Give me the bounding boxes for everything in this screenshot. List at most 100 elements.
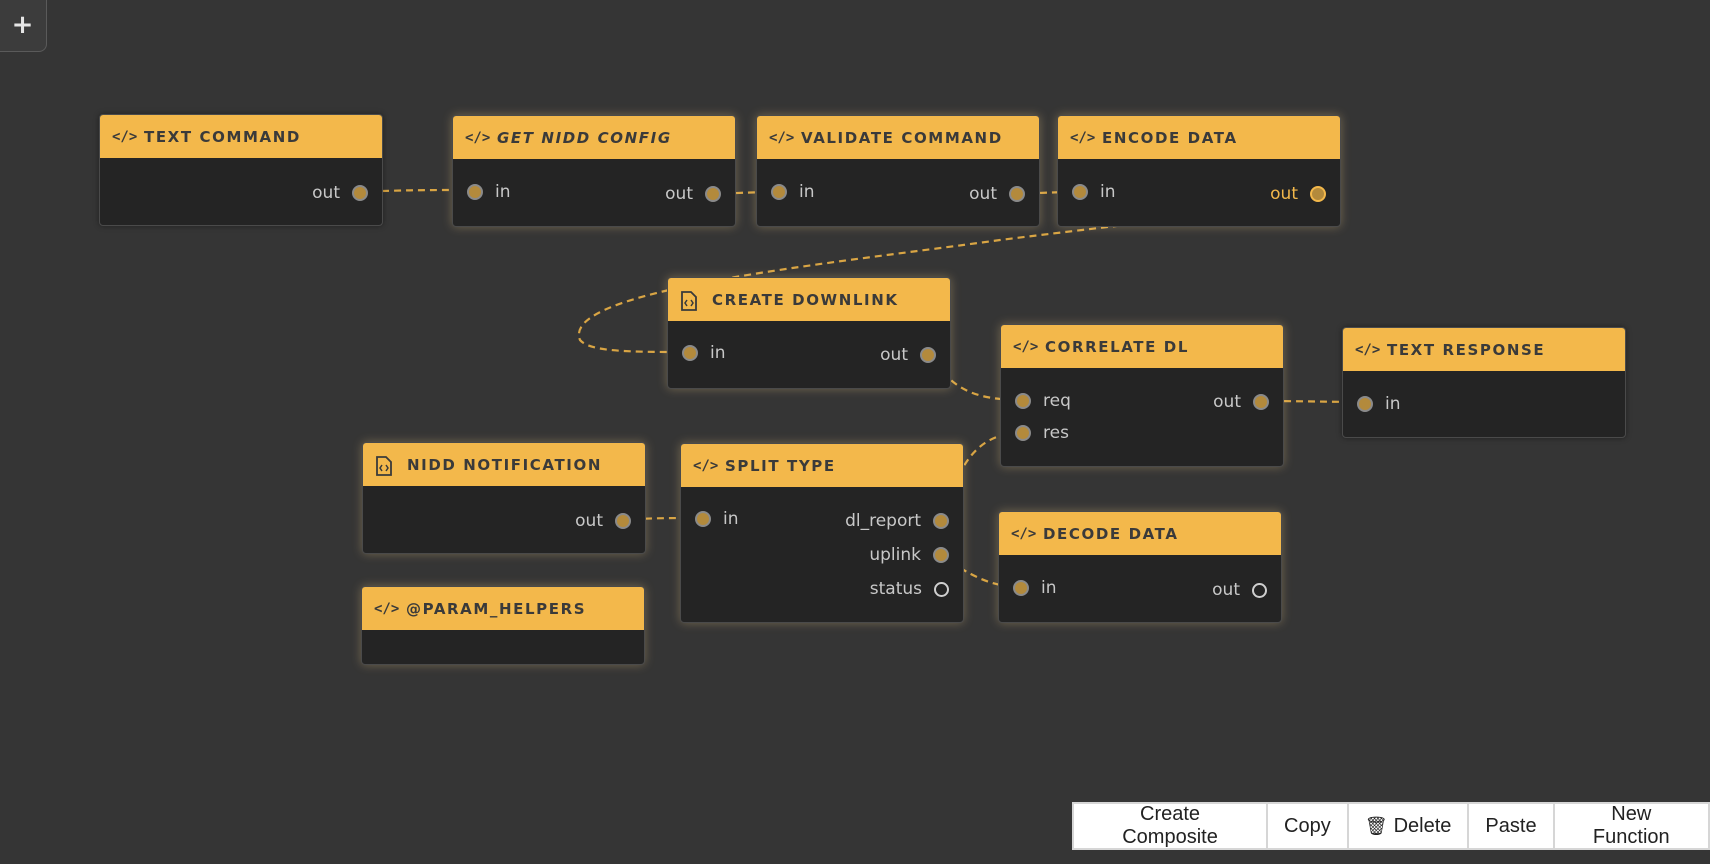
port-handle[interactable] (933, 547, 949, 563)
node-header[interactable]: </> TEXT RESPONSE (1343, 328, 1625, 371)
port-handle[interactable] (933, 513, 949, 529)
port-label: uplink (869, 545, 921, 565)
port-label: res (1043, 423, 1069, 443)
node-create-downlink[interactable]: CREATE DOWNLINK in out (667, 277, 951, 389)
port-handle[interactable] (1310, 186, 1326, 202)
node-text-command[interactable]: </> TEXT COMMAND out (99, 114, 383, 226)
port-label: in (799, 182, 815, 202)
port-handle[interactable] (1072, 184, 1088, 200)
add-node-button[interactable]: + (0, 0, 47, 52)
action-toolbar: Create Composite Copy 🗑 Delete Paste New… (1072, 802, 1710, 850)
port-handle[interactable] (467, 184, 483, 200)
port-label: out (665, 184, 693, 204)
node-text-response[interactable]: </> TEXT RESPONSE in (1342, 327, 1626, 438)
port-label: out (1213, 392, 1241, 412)
node-get-nidd-config[interactable]: </> GET NIDD CONFIG in out (452, 115, 736, 227)
port-req[interactable]: req (1015, 390, 1071, 412)
port-handle[interactable] (615, 513, 631, 529)
port-handle[interactable] (352, 185, 368, 201)
port-res[interactable]: res (1015, 422, 1069, 444)
node-correlate-dl[interactable]: </> CORRELATE DL req res out (1000, 324, 1284, 467)
port-out[interactable]: out (1270, 183, 1326, 205)
port-label: out (1212, 580, 1240, 600)
code-icon: </> (112, 128, 138, 145)
code-icon: </> (1070, 129, 1096, 146)
node-header[interactable]: </> ENCODE DATA (1058, 116, 1340, 159)
port-label: in (495, 182, 511, 202)
paste-button[interactable]: Paste (1469, 804, 1555, 848)
node-header[interactable]: </> CORRELATE DL (1001, 325, 1283, 368)
node-header[interactable]: </> VALIDATE COMMAND (757, 116, 1039, 159)
code-icon: </> (374, 600, 400, 617)
node-validate-command[interactable]: </> VALIDATE COMMAND in out (756, 115, 1040, 227)
code-file-icon (680, 290, 702, 311)
delete-button[interactable]: 🗑 Delete (1348, 804, 1470, 848)
port-handle[interactable] (682, 345, 698, 361)
node-header[interactable]: </> SPLIT TYPE (681, 444, 963, 487)
port-in[interactable]: in (1072, 181, 1116, 203)
port-in[interactable]: in (682, 342, 726, 364)
port-handle[interactable] (934, 581, 949, 597)
port-handle[interactable] (1009, 186, 1025, 202)
port-label: status (869, 579, 922, 599)
node-header[interactable]: CREATE DOWNLINK (668, 278, 950, 321)
port-out[interactable]: out (575, 510, 631, 532)
node-title: TEXT RESPONSE (1387, 340, 1546, 359)
port-label: in (723, 509, 739, 529)
port-dl-report[interactable]: dl_report (845, 510, 949, 532)
port-handle[interactable] (920, 347, 936, 363)
port-out[interactable]: out (665, 183, 721, 205)
port-label: out (575, 511, 603, 531)
port-status[interactable]: status (870, 578, 949, 600)
node-nidd-notification[interactable]: NIDD NOTIFICATION out (362, 442, 646, 554)
node-encode-data[interactable]: </> ENCODE DATA in out (1057, 115, 1341, 227)
port-in[interactable]: in (695, 508, 739, 530)
port-in[interactable]: in (467, 181, 511, 203)
delete-label: Delete (1393, 814, 1452, 837)
port-label: in (1385, 394, 1401, 414)
port-handle[interactable] (695, 511, 711, 527)
port-handle[interactable] (1357, 396, 1373, 412)
port-handle[interactable] (1015, 393, 1031, 409)
code-icon: </> (1013, 338, 1039, 355)
port-handle[interactable] (705, 186, 721, 202)
node-header[interactable]: </> @PARAM_HELPERS (362, 587, 644, 630)
node-header[interactable]: </> GET NIDD CONFIG (453, 116, 735, 159)
port-out[interactable]: out (880, 344, 936, 366)
create-composite-button[interactable]: Create Composite (1074, 803, 1269, 848)
port-label: in (1041, 578, 1057, 598)
node-header[interactable]: NIDD NOTIFICATION (363, 443, 645, 486)
node-title: GET NIDD CONFIG (497, 128, 672, 147)
port-label: in (710, 343, 726, 363)
port-handle[interactable] (771, 184, 787, 200)
node-title: NIDD NOTIFICATION (407, 455, 602, 474)
port-out[interactable]: out (1213, 391, 1269, 413)
port-label: out (312, 183, 340, 203)
port-handle[interactable] (1015, 425, 1031, 441)
node-title: TEXT COMMAND (144, 127, 301, 146)
node-split-type[interactable]: </> SPLIT TYPE in dl_report uplink statu… (680, 443, 964, 623)
port-uplink[interactable]: uplink (869, 544, 949, 566)
node-title: ENCODE DATA (1102, 128, 1238, 147)
port-handle[interactable] (1253, 394, 1269, 410)
trash-icon: 🗑 (1364, 815, 1388, 836)
port-label: req (1043, 391, 1071, 411)
port-out[interactable]: out (969, 183, 1025, 205)
port-label: in (1100, 182, 1116, 202)
node-param-helpers[interactable]: </> @PARAM_HELPERS (361, 586, 645, 665)
node-title: @PARAM_HELPERS (406, 599, 587, 618)
node-decode-data[interactable]: </> DECODE DATA in out (998, 511, 1282, 623)
port-out[interactable]: out (312, 182, 368, 204)
code-icon: </> (769, 129, 795, 146)
node-header[interactable]: </> TEXT COMMAND (100, 115, 382, 158)
port-in[interactable]: in (1357, 393, 1401, 415)
port-handle[interactable] (1013, 580, 1029, 596)
port-handle[interactable] (1252, 582, 1267, 598)
port-in[interactable]: in (1013, 577, 1057, 599)
copy-button[interactable]: Copy (1268, 804, 1349, 848)
node-header[interactable]: </> DECODE DATA (999, 512, 1281, 555)
port-out[interactable]: out (1212, 579, 1267, 601)
port-in[interactable]: in (771, 181, 815, 203)
new-function-button[interactable]: New Function (1554, 803, 1708, 848)
